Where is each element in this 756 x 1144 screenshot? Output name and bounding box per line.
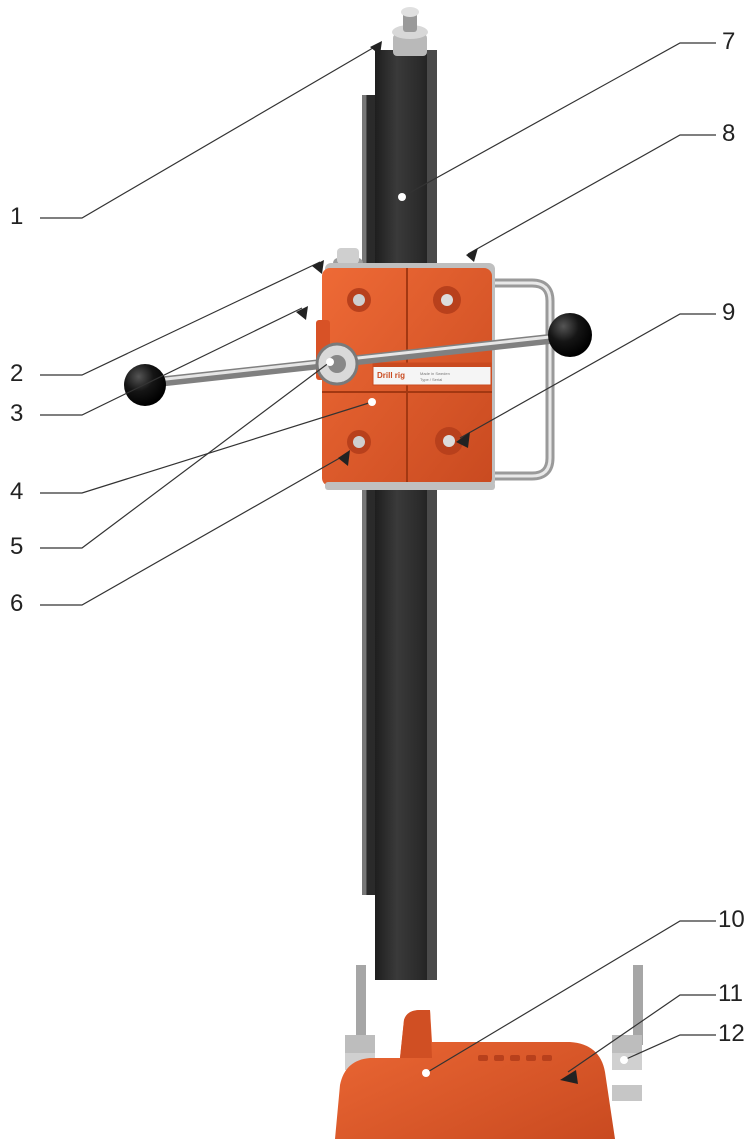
base bbox=[335, 965, 643, 1139]
plate-brand: Drill rig bbox=[377, 371, 405, 380]
arrow-icon bbox=[560, 1070, 578, 1084]
callout-1: 1 bbox=[10, 203, 24, 230]
arrow-icon bbox=[312, 260, 324, 274]
arrow-icon bbox=[296, 306, 308, 320]
label-plate: Drill rig Made in Sweden Type / Serial bbox=[372, 362, 492, 386]
callout-8: 8 bbox=[722, 120, 736, 147]
callout-11: 11 bbox=[718, 980, 743, 1007]
arrow-icon bbox=[456, 432, 470, 448]
leader-lines bbox=[40, 42, 716, 1074]
arrow-icon bbox=[338, 450, 350, 466]
callout-3: 3 bbox=[10, 400, 24, 427]
plate-line1: Made in Sweden bbox=[420, 371, 450, 376]
arrow-icon bbox=[466, 248, 478, 262]
callout-10: 10 bbox=[718, 906, 745, 933]
callout-12: 12 bbox=[718, 1020, 745, 1047]
callout-4: 4 bbox=[10, 478, 24, 505]
arrow-icon bbox=[370, 41, 382, 55]
callout-6: 6 bbox=[10, 590, 24, 617]
callout-9: 9 bbox=[722, 299, 736, 326]
pointer-markers bbox=[296, 41, 628, 1084]
right-knob-icon bbox=[548, 313, 592, 357]
plate-line2: Type / Serial bbox=[420, 377, 442, 382]
callout-2: 2 bbox=[10, 360, 24, 387]
column bbox=[375, 50, 437, 980]
top-cap bbox=[392, 7, 428, 56]
callout-7: 7 bbox=[722, 28, 736, 55]
callout-5: 5 bbox=[10, 533, 24, 560]
